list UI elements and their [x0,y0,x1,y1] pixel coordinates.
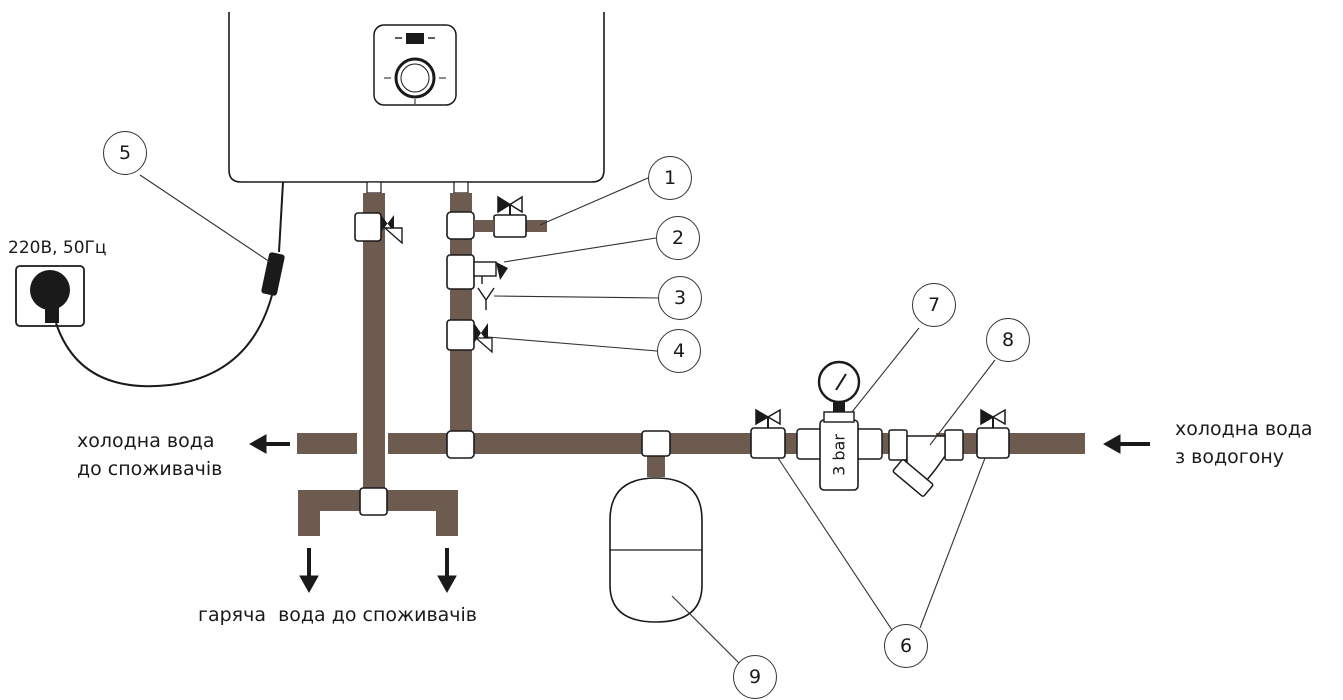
callout-5: 5 [103,131,147,175]
shutoff-valve-left [750,408,786,459]
power-label: 220В, 50Гц [8,238,107,258]
safety-group [446,195,527,354]
hot-out-label: гаряча вода до споживачів [198,604,478,626]
callout-4: 4 [657,329,701,373]
pressure-reducer [796,360,883,491]
callout-6: 6 [884,624,928,668]
power-socket [15,252,285,388]
leader-lines [139,174,996,665]
callout-3: 3 [658,276,702,320]
callout-2: 2 [656,216,700,260]
display [406,33,424,44]
flow-arrows [248,434,1150,594]
hot-water-valve [354,212,403,245]
water-heater [228,12,605,253]
callout-8: 8 [986,318,1030,362]
cold-in-label-line2: з водогону [1175,446,1284,468]
cold-in-label-line1: холодна вода [1175,418,1313,440]
cold-out-label-line1: холодна вода [77,430,215,452]
strainer-filter [888,429,964,497]
expansion-tank [609,430,703,623]
gauge-pressure-text: 3 bar [829,434,849,476]
callout-1: 1 [648,156,692,200]
shutoff-valve-right [976,408,1010,459]
tee-fitting-cold [446,430,475,459]
callout-7: 7 [912,283,956,327]
tee-fitting-hot [359,487,388,516]
pressure-gauge [817,360,861,404]
cold-out-label-line2: до споживачів [77,458,223,480]
callout-9: 9 [733,655,777,699]
